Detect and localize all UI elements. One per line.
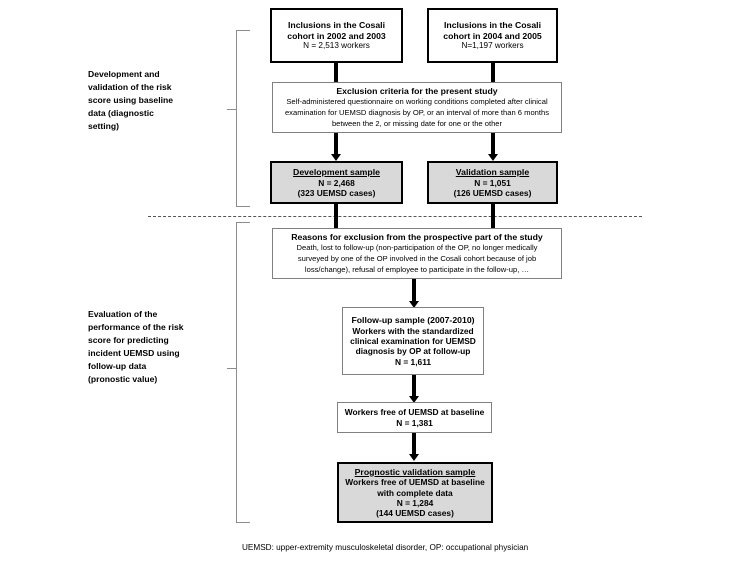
node-validation-sample-title: Validation sample [455, 166, 530, 177]
arrowhead-prognostic [409, 454, 419, 461]
connector-exclusion-to-validation [491, 133, 495, 157]
connector-free-baseline-to-prognostic [412, 433, 416, 458]
connector-reasons-to-followup [412, 279, 416, 305]
node-followup-sample-line2: clinical examination for UEMSD [350, 336, 476, 347]
node-exclusion-criteria: Exclusion criteria for the present study… [272, 82, 562, 133]
node-followup-sample-line1: Workers with the standardized [352, 325, 474, 336]
node-followup-sample-n: N = 1,611 [394, 356, 432, 367]
node-inclusion-2004-title-1: Inclusions in the Cosali [443, 19, 542, 30]
node-inclusion-2004-n: N=1,197 workers [461, 41, 524, 51]
arrowhead-development [331, 154, 341, 161]
node-followup-sample-line3: diagnosis by OP at follow-up [355, 346, 471, 357]
node-followup-sample: Follow-up sample (2007-2010) Workers wit… [342, 307, 484, 375]
node-development-sample: Development sample N = 2,468 (323 UEMSD … [270, 161, 403, 204]
abbreviation-footnote: UEMSD: upper-extremity musculoskeletal d… [242, 543, 529, 552]
node-reasons-exclusion: Reasons for exclusion from the prospecti… [272, 228, 562, 279]
node-inclusion-2002-title-1: Inclusions in the Cosali [287, 19, 386, 30]
section-label-development: Development and validation of the risk s… [88, 69, 174, 132]
node-prognostic-validation-line2: with complete data [377, 487, 453, 498]
arrowhead-validation [488, 154, 498, 161]
node-inclusion-2004-title-2: cohort in 2004 and 2005 [443, 30, 542, 41]
node-free-uemsd-baseline: Workers free of UEMSD at baseline N = 1,… [337, 402, 492, 433]
node-followup-sample-title: Follow-up sample (2007-2010) [351, 315, 475, 326]
node-inclusion-2002-title-2: cohort in 2002 and 2003 [287, 30, 386, 41]
node-exclusion-criteria-body: Self-administered questionnaire on worki… [284, 97, 550, 129]
node-inclusion-2004-2005: Inclusions in the Cosali cohort in 2004 … [427, 8, 558, 63]
node-reasons-exclusion-title: Reasons for exclusion from the prospecti… [291, 231, 543, 242]
bracket-bottom-section [236, 222, 250, 523]
node-inclusion-2002-n: N = 2,513 workers [303, 41, 370, 51]
bracket-top-tick [227, 109, 236, 110]
node-prognostic-validation-title: Prognostic validation sample [354, 466, 476, 477]
node-validation-sample-n: N = 1,051 [474, 177, 511, 188]
section-divider [148, 216, 642, 217]
node-validation-sample-cases: (126 UEMSD cases) [453, 187, 532, 198]
node-prognostic-validation-line1: Workers free of UEMSD at baseline [345, 477, 485, 488]
node-inclusion-2002-2003: Inclusions in the Cosali cohort in 2002 … [270, 8, 403, 63]
bracket-bottom-tick [227, 368, 236, 369]
node-development-sample-n: N = 2,468 [318, 177, 355, 188]
node-development-sample-title: Development sample [293, 166, 380, 177]
node-free-uemsd-baseline-label: Workers free of UEMSD at baseline [344, 407, 485, 418]
node-development-sample-cases: (323 UEMSD cases) [297, 187, 376, 198]
arrowhead-free-baseline [409, 396, 419, 403]
node-prognostic-validation-n: N = 1,284 [396, 497, 434, 508]
connector-exclusion-to-development [334, 133, 338, 157]
node-exclusion-criteria-title: Exclusion criteria for the present study [336, 85, 498, 96]
connector-validation-to-reasons [491, 204, 495, 228]
connector-inclusion2002-to-exclusion [334, 63, 338, 82]
connector-development-to-reasons [334, 204, 338, 228]
section-label-evaluation: Evaluation of the performance of the ris… [88, 309, 184, 385]
bracket-top-section [236, 30, 250, 207]
node-prognostic-validation-sample: Prognostic validation sample Workers fre… [337, 462, 493, 523]
connector-inclusion2004-to-exclusion [491, 63, 495, 82]
node-reasons-exclusion-body: Death, lost to follow-up (non-participat… [296, 243, 538, 275]
arrowhead-followup [409, 301, 419, 308]
node-free-uemsd-baseline-n: N = 1,381 [396, 417, 433, 428]
connector-followup-to-free-baseline [412, 375, 416, 400]
node-validation-sample: Validation sample N = 1,051 (126 UEMSD c… [427, 161, 558, 204]
node-prognostic-validation-cases: (144 UEMSD cases) [376, 508, 454, 519]
